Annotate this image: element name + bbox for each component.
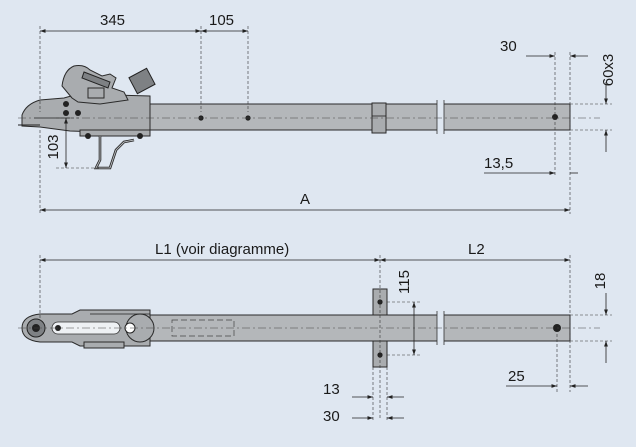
dim-L1-label: L1 (voir diagramme) — [155, 241, 289, 258]
plan-slot-outline — [171, 319, 235, 337]
dim-A-label: A — [300, 191, 310, 208]
dim-25-label: 25 — [508, 368, 525, 385]
dim-30-top-label: 30 — [500, 38, 517, 55]
side-drawbar-tube — [149, 103, 571, 131]
dim-60x3-label: 60x3 — [600, 54, 617, 87]
dim-13-label: 13 — [323, 381, 340, 398]
dim-30-bottom-label: 30 — [323, 408, 340, 425]
dim-18-label: 18 — [592, 273, 609, 290]
plan-view: L1 (voir diagramme) L2 115 18 25 13 30 — [18, 241, 612, 425]
dim-105-label: 105 — [209, 12, 234, 29]
dim-345-label: 345 — [100, 12, 125, 29]
side-view: 345 105 30 60x3 103 13,5 A — [18, 12, 617, 214]
dim-115-label: 115 — [396, 270, 413, 294]
dim-L2-label: L2 — [468, 241, 485, 258]
side-break-gap — [437, 100, 444, 134]
dim-13-5-label: 13,5 — [484, 155, 513, 172]
coupling-head — [21, 65, 156, 139]
dim-103-label: 103 — [45, 134, 62, 159]
plan-coupling — [21, 309, 155, 349]
support-bracket-inner — [95, 136, 135, 169]
